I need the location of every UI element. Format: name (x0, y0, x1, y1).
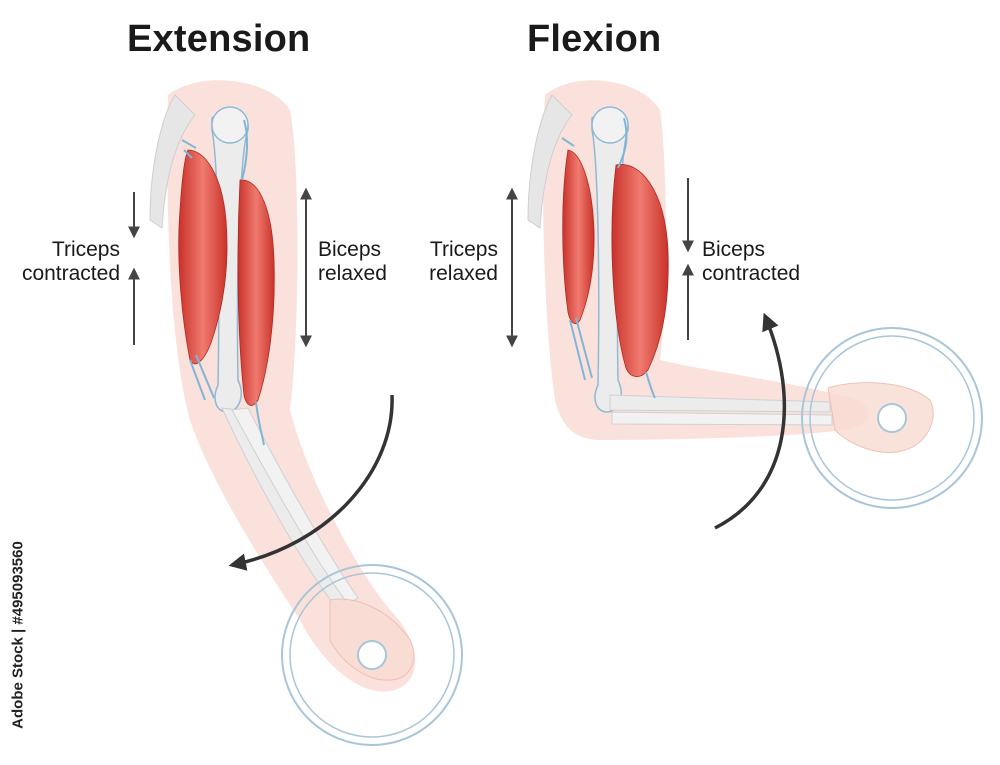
extension-triceps (178, 149, 228, 365)
flexion-motion-arrow (714, 312, 787, 530)
flexion-biceps (611, 164, 669, 377)
label-line: relaxed (429, 262, 498, 285)
label-line: contracted (21, 262, 120, 285)
extension-title: Extension (127, 18, 311, 60)
extension-triceps-label: Triceps contracted (0, 238, 120, 286)
extension-arm (149, 80, 463, 746)
flexion-biceps-label: Biceps contracted (702, 238, 800, 286)
flexion-scapula (527, 94, 573, 229)
extension-biceps-label: Biceps relaxed (318, 238, 387, 286)
extension-motion-arrow (228, 394, 394, 571)
extension-weight-hub (357, 640, 387, 670)
extension-weight-inner (289, 572, 455, 738)
label-line: Biceps (702, 238, 766, 261)
flexion-arm (527, 80, 983, 509)
extension-hand (329, 598, 415, 681)
extension-indicator-arrows (128, 187, 312, 348)
extension-biceps (237, 179, 275, 406)
label-line: Biceps (318, 238, 382, 261)
flexion-triceps-label: Triceps relaxed (400, 238, 498, 286)
watermark-text: Adobe Stock | #495093560 (9, 541, 27, 729)
extension-humeral-head (211, 106, 249, 144)
flexion-weight-outer (801, 327, 983, 509)
flexion-weight-hub (877, 403, 907, 433)
extension-weight-outer (281, 564, 463, 746)
extension-scapula (149, 94, 196, 229)
flexion-indicator-arrows (506, 178, 694, 348)
flexion-weight-inner (809, 335, 975, 501)
extension-triceps-tendon (181, 139, 215, 401)
flexion-triceps (562, 149, 595, 325)
extension-biceps-tendon (241, 119, 265, 446)
flexion-title: Flexion (527, 18, 662, 60)
label-line: relaxed (318, 262, 387, 285)
label-line: Triceps (51, 238, 120, 261)
flexion-triceps-tendon (561, 137, 593, 381)
label-line: Triceps (429, 238, 498, 261)
flexion-biceps-tendon (617, 117, 656, 399)
flexion-ulna (611, 411, 833, 426)
flexion-radius (609, 394, 831, 413)
label-line: contracted (702, 262, 801, 285)
stock-id-watermark: Adobe Stock | #495093560 (6, 520, 30, 750)
flexion-humeral-head (591, 106, 629, 144)
